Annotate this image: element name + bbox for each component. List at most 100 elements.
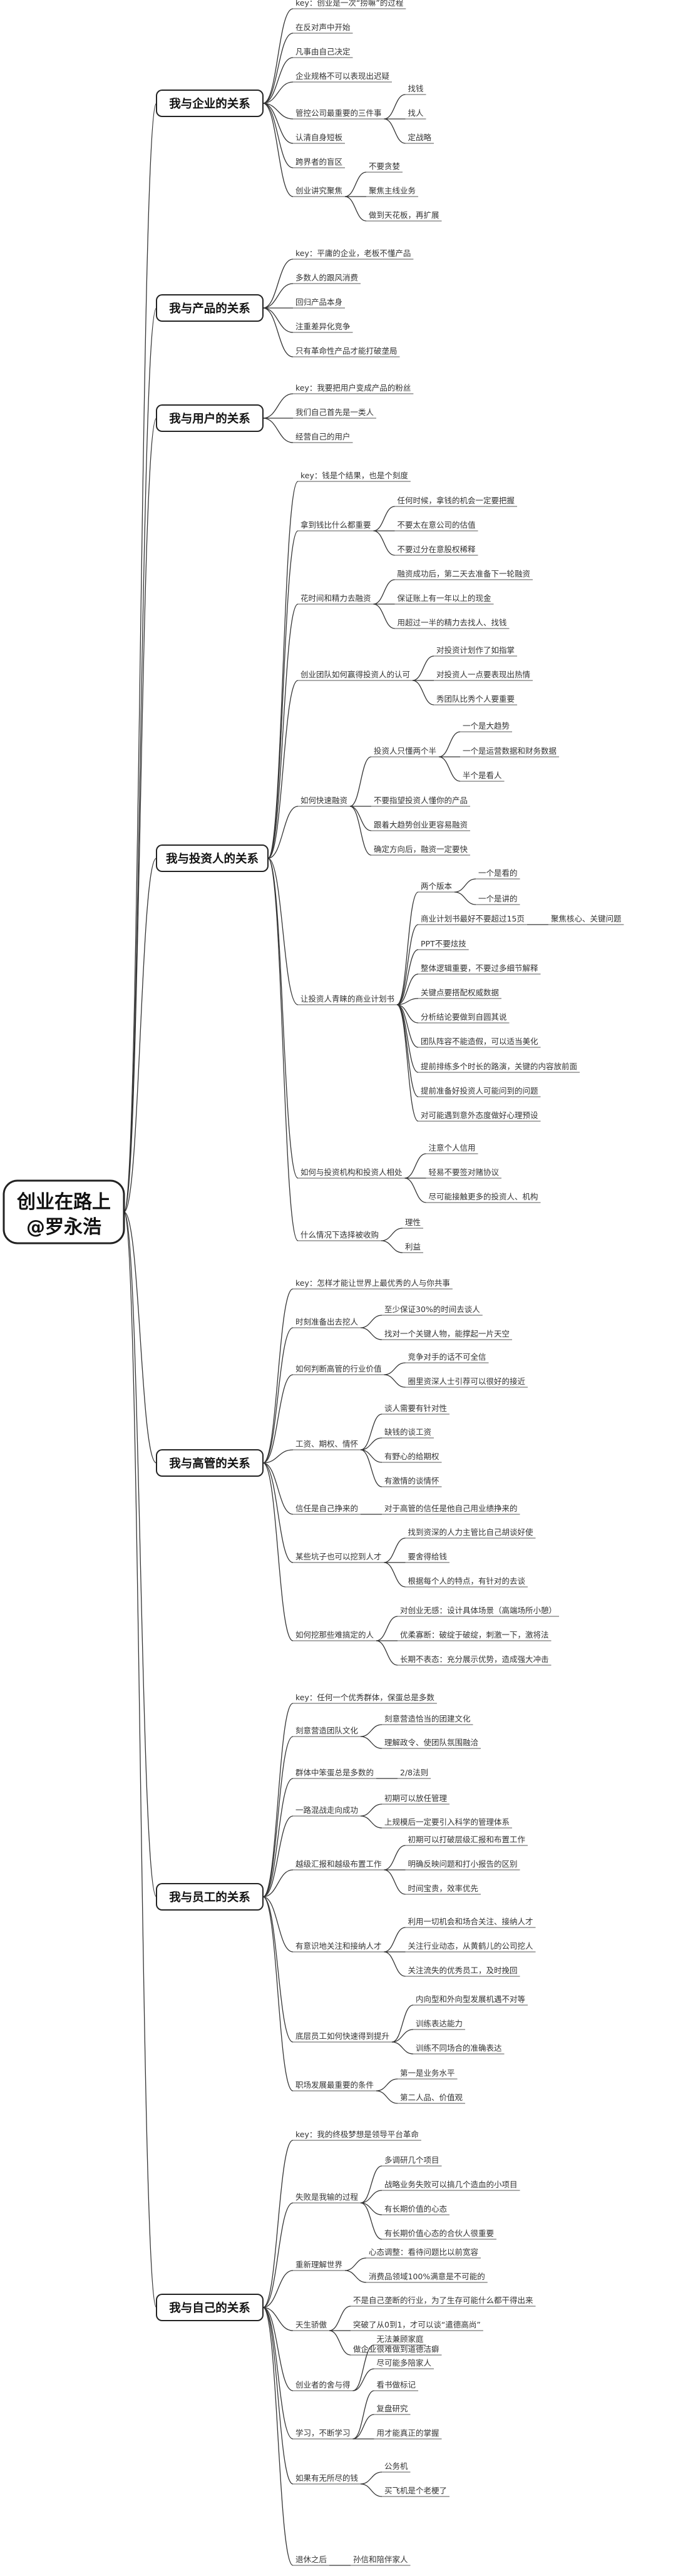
branch-5-item-7[interactable]: 职场发展最重要的条件 — [293, 2080, 377, 2091]
branch-0-item-4[interactable]: 管控公司最重要的三件事 — [293, 108, 384, 120]
branch-5-item-2-sub-0[interactable]: 2/8法则 — [398, 1768, 431, 1779]
branch-4-item-6-sub-2[interactable]: 长期不表态：充分展示优势，造成强大冲击 — [398, 1655, 552, 1666]
branch-3-item-3-sub-1[interactable]: 对投资人一点要表现出热情 — [434, 670, 533, 681]
branch-3-item-5-sub-2[interactable]: PPT不要炫技 — [418, 939, 469, 950]
branch-0-item-5[interactable]: 认清自身短板 — [293, 133, 346, 144]
branch-3-item-5-sub-4[interactable]: 关键点要搭配权威数据 — [418, 988, 502, 999]
branch-3-item-1-sub-1[interactable]: 不要太在意公司的估值 — [394, 520, 478, 531]
branch-0-item-7[interactable]: 创业讲究聚焦 — [293, 186, 346, 197]
branch-0-item-4-sub-0[interactable]: 找钱 — [405, 84, 426, 95]
branch-5-item-3-sub-1[interactable]: 上规模后一定要引入科学的管理体系 — [382, 1817, 513, 1829]
branch-4-item-5-sub-2[interactable]: 根据每个人的特点，有针对的去谈 — [405, 1576, 528, 1588]
branch-0-item-7-sub-2[interactable]: 做到天花板，再扩展 — [366, 210, 442, 222]
branch-5-item-4-sub-2[interactable]: 时间宝贵，效率优先 — [405, 1884, 481, 1895]
branch-5-item-5-sub-0[interactable]: 利用一切机会和场合关注、接纳人才 — [405, 1917, 536, 1928]
branch-3-item-4-sub-0-leaf-2[interactable]: 半个是看人 — [460, 771, 505, 782]
branch-6-item-5[interactable]: 学习，不断学习 — [293, 2428, 353, 2440]
branch-4-item-5[interactable]: 某些坑子也可以挖到人才 — [293, 1552, 384, 1563]
branch-1-item-3[interactable]: 注重差异化竞争 — [293, 322, 353, 333]
branch-5-item-1-sub-0[interactable]: 刻意营造恰当的团建文化 — [382, 1714, 473, 1725]
branch-1-item-2[interactable]: 回归产品本身 — [293, 297, 346, 309]
branch-3-item-4-sub-0[interactable]: 投资人只懂两个半 — [371, 746, 439, 757]
branch-5-item-0[interactable]: key：任何一个优秀群体，保蛋总是多数 — [293, 1693, 437, 1704]
branch-node-2[interactable]: 我与用户的关系 — [156, 404, 264, 432]
branch-node-5[interactable]: 我与员工的关系 — [156, 1883, 264, 1911]
branch-3-item-2[interactable]: 花时间和精力去融资 — [298, 593, 374, 605]
branch-3-item-4-sub-0-leaf-0[interactable]: 一个是大趋势 — [460, 721, 513, 732]
branch-6-item-3-sub-2[interactable]: 做企业很难做到道德洁癖 — [351, 2344, 442, 2356]
branch-2-item-2[interactable]: 经营自己的用户 — [293, 432, 353, 443]
branch-4-item-1-sub-1[interactable]: 找对一个关键人物，能撑起一片天空 — [382, 1329, 513, 1340]
branch-0-item-3[interactable]: 企业规格不可以表现出迟疑 — [293, 71, 393, 83]
branch-0-item-2[interactable]: 凡事由自己决定 — [293, 47, 353, 58]
branch-3-item-3-sub-2[interactable]: 秀团队比秀个人要重要 — [434, 694, 518, 706]
branch-3-item-4-sub-0-leaf-1[interactable]: 一个是运营数据和财务数据 — [460, 746, 560, 757]
branch-node-4[interactable]: 我与高管的关系 — [156, 1449, 264, 1477]
branch-6-item-3-sub-0[interactable]: 不是自己垄断的行业，为了生存可能什么都干得出来 — [351, 2296, 536, 2307]
branch-3-item-5-sub-6[interactable]: 团队阵容不能造假，可以适当美化 — [418, 1037, 541, 1048]
branch-6-item-5-sub-0[interactable]: 看书做标记 — [374, 2380, 419, 2391]
branch-3-item-5-sub-8[interactable]: 提前准备好投资人可能问到的问题 — [418, 1086, 541, 1097]
branch-4-item-1[interactable]: 时刻准备出去挖人 — [293, 1317, 361, 1328]
root-node[interactable]: 创业在路上 @罗永浩 — [3, 1179, 125, 1244]
branch-4-item-3-sub-3[interactable]: 有激情的谈情怀 — [382, 1476, 442, 1487]
branch-1-item-4[interactable]: 只有革命性产品才能打破垄局 — [293, 346, 400, 357]
branch-3-item-5-sub-1-leaf-0[interactable]: 聚焦核心、关键问题 — [548, 914, 624, 925]
branch-3-item-6-sub-2[interactable]: 尽可能接触更多的投资人、机构 — [426, 1192, 541, 1203]
branch-3-item-0[interactable]: key：钱是个结果，也是个刻度 — [298, 471, 411, 482]
branch-3-item-5-sub-0-leaf-1[interactable]: 一个是讲的 — [476, 894, 520, 905]
branch-3-item-5-sub-9[interactable]: 对可能遇到意外态度做好心理预设 — [418, 1111, 541, 1122]
branch-4-item-2-sub-1[interactable]: 圈里资深人士引荐可以很好的接近 — [405, 1377, 528, 1388]
branch-5-item-7-sub-0[interactable]: 第一是业务水平 — [398, 2068, 458, 2080]
branch-4-item-6[interactable]: 如何挖那些难搞定的人 — [293, 1630, 377, 1641]
branch-0-item-7-sub-0[interactable]: 不要贪婪 — [366, 162, 403, 173]
branch-3-item-6[interactable]: 如何与投资机构和投资人相处 — [298, 1167, 405, 1179]
branch-5-item-6-sub-1[interactable]: 训练表达能力 — [413, 2019, 466, 2030]
branch-3-item-4[interactable]: 如何快速融资 — [298, 796, 351, 807]
branch-4-item-1-sub-0[interactable]: 至少保证30%的时间去谈人 — [382, 1305, 483, 1316]
branch-3-item-5-sub-7[interactable]: 提前排练多个时长的路演，关键的内容放前面 — [418, 1062, 580, 1073]
branch-6-item-1-sub-1[interactable]: 战略业务失败可以搞几个造血的小项目 — [382, 2180, 520, 2191]
branch-3-item-4-sub-2[interactable]: 跟着大趋势创业更容易融资 — [371, 820, 471, 831]
branch-node-0[interactable]: 我与企业的关系 — [156, 90, 264, 117]
branch-4-item-6-sub-1[interactable]: 优柔寡断：破绽于破绽，刺激一下，激将法 — [398, 1630, 552, 1641]
branch-3-item-1-sub-2[interactable]: 不要过分在意股权稀释 — [394, 545, 478, 556]
branch-3-item-6-sub-1[interactable]: 轻易不要签对赌协议 — [426, 1167, 502, 1179]
branch-5-item-4-sub-1[interactable]: 明确反映问题和打小报告的区别 — [405, 1859, 520, 1870]
branch-node-1[interactable]: 我与产品的关系 — [156, 294, 264, 322]
branch-3-item-4-sub-1[interactable]: 不要指望投资人懂你的产品 — [371, 796, 471, 807]
branch-6-item-6[interactable]: 如果有无所尽的钱 — [293, 2473, 361, 2485]
branch-5-item-6-sub-0[interactable]: 内向型和外向型发展机遇不对等 — [413, 1994, 528, 2006]
branch-3-item-5-sub-3[interactable]: 整体逻辑重要，不要过多细节解释 — [418, 963, 541, 975]
branch-5-item-3-sub-0[interactable]: 初期可以放任管理 — [382, 1793, 450, 1805]
branch-6-item-3-sub-1[interactable]: 突破了从0到1，才可以谈“遣德高尚” — [351, 2320, 483, 2331]
branch-node-3[interactable]: 我与投资人的关系 — [156, 844, 269, 872]
branch-3-item-7-sub-1[interactable]: 利益 — [403, 1242, 424, 1253]
branch-3-item-5[interactable]: 让投资人青睐的商业计划书 — [298, 994, 398, 1005]
branch-0-item-7-sub-1[interactable]: 聚焦主线业务 — [366, 186, 419, 197]
branch-6-item-4-sub-0[interactable]: 无法兼顾家庭 — [374, 2334, 426, 2346]
branch-1-item-0[interactable]: key：平庸的企业，老板不懂产品 — [293, 249, 414, 260]
branch-6-item-6-sub-0[interactable]: 公务机 — [382, 2461, 411, 2473]
branch-3-item-3[interactable]: 创业团队如何赢得投资人的认可 — [298, 670, 413, 681]
branch-5-item-3[interactable]: 一路混战走向成功 — [293, 1805, 361, 1817]
branch-5-item-5-sub-1[interactable]: 关注行业动态，从黄鹤儿的公司挖人 — [405, 1941, 536, 1953]
branch-4-item-5-sub-1[interactable]: 要舍得给钱 — [405, 1552, 450, 1563]
branch-6-item-6-sub-1[interactable]: 买飞机是个老梗了 — [382, 2486, 450, 2497]
branch-1-item-1[interactable]: 多数人的跟风消费 — [293, 273, 361, 284]
branch-0-item-1[interactable]: 在反对声中开始 — [293, 23, 353, 34]
branch-4-item-3-sub-2[interactable]: 有野心的给期权 — [382, 1452, 442, 1463]
branch-3-item-2-sub-1[interactable]: 保证账上有一年以上的现金 — [394, 593, 494, 605]
branch-3-item-1-sub-0[interactable]: 任何时候，拿钱的机会一定要把握 — [394, 496, 518, 507]
branch-6-item-3[interactable]: 天生骄傲 — [293, 2320, 330, 2331]
branch-4-item-2[interactable]: 如何判断高管的行业价值 — [293, 1364, 384, 1375]
branch-4-item-3-sub-1[interactable]: 缺钱的谈工资 — [382, 1427, 434, 1439]
branch-6-item-5-sub-1[interactable]: 复盘研究 — [374, 2404, 411, 2415]
branch-0-item-6[interactable]: 跨界者的盲区 — [293, 157, 346, 168]
branch-6-item-2-sub-1[interactable]: 消费品领域100%满意是不可能的 — [366, 2272, 488, 2283]
branch-6-item-2-sub-0[interactable]: 心态调整：看待问题比以前宽容 — [366, 2247, 481, 2259]
branch-3-item-3-sub-0[interactable]: 对投资计划作了如指掌 — [434, 645, 518, 657]
branch-4-item-3[interactable]: 工资、期权、情怀 — [293, 1439, 361, 1450]
branch-3-item-2-sub-2[interactable]: 用超过一半的精力去找人、找钱 — [394, 618, 510, 629]
branch-6-item-4-sub-1[interactable]: 尽可能多陪家人 — [374, 2358, 434, 2369]
